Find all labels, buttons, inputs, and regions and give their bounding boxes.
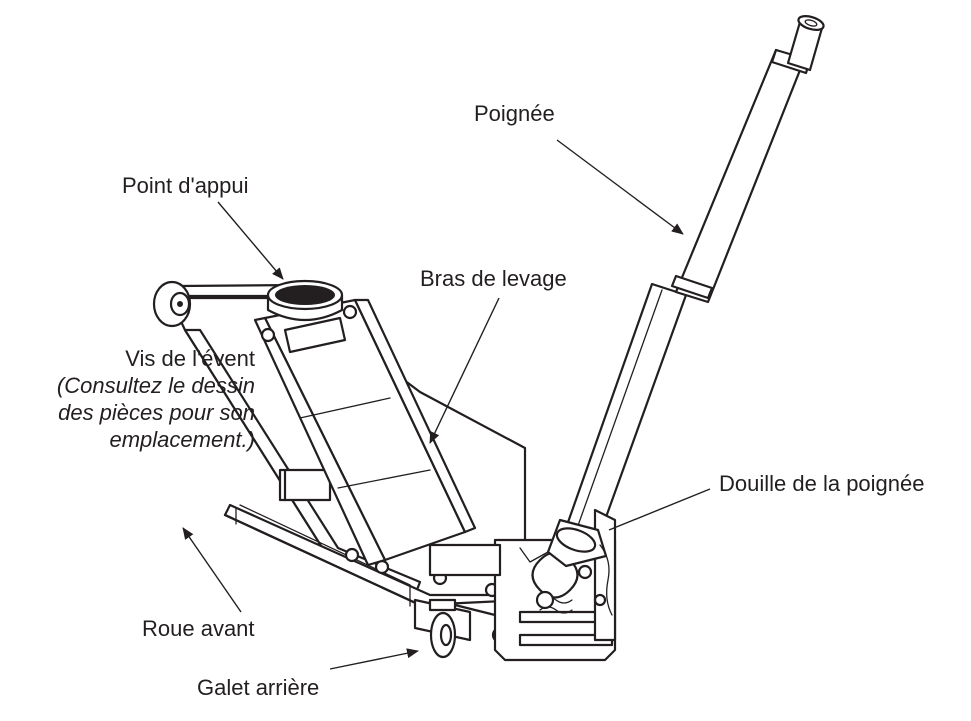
label-front-wheel: Roue avant <box>142 616 255 641</box>
label-release-note-3: emplacement.) <box>109 427 255 452</box>
handle-socket <box>519 518 613 616</box>
front-wheel <box>152 280 192 328</box>
handle <box>558 15 825 558</box>
leader-front-wheel <box>182 527 242 613</box>
label-lift-arm: Bras de levage <box>420 266 567 291</box>
label-release-screw-block: Vis de l'évent (Consultez le dessin des … <box>57 345 255 453</box>
leader-handle <box>556 139 684 235</box>
label-release-screw: Vis de l'évent <box>125 346 255 371</box>
leader-lift-arm <box>429 297 500 444</box>
saddle <box>266 279 344 321</box>
label-handle-socket: Douille de la poignée <box>719 471 925 496</box>
leader-saddle <box>217 201 284 280</box>
leader-handle-socket <box>608 488 711 531</box>
label-handle: Poignée <box>474 101 555 126</box>
rear-caster <box>413 598 472 659</box>
lift-arm <box>253 298 477 567</box>
leader-lines <box>182 139 711 670</box>
label-release-note-2: des pièces pour son <box>58 400 255 425</box>
label-release-note-1: (Consultez le dessin <box>56 373 255 398</box>
label-saddle: Point d'appui <box>122 173 249 198</box>
leader-rear-caster <box>329 648 419 670</box>
label-rear-caster: Galet arrière <box>197 675 320 700</box>
